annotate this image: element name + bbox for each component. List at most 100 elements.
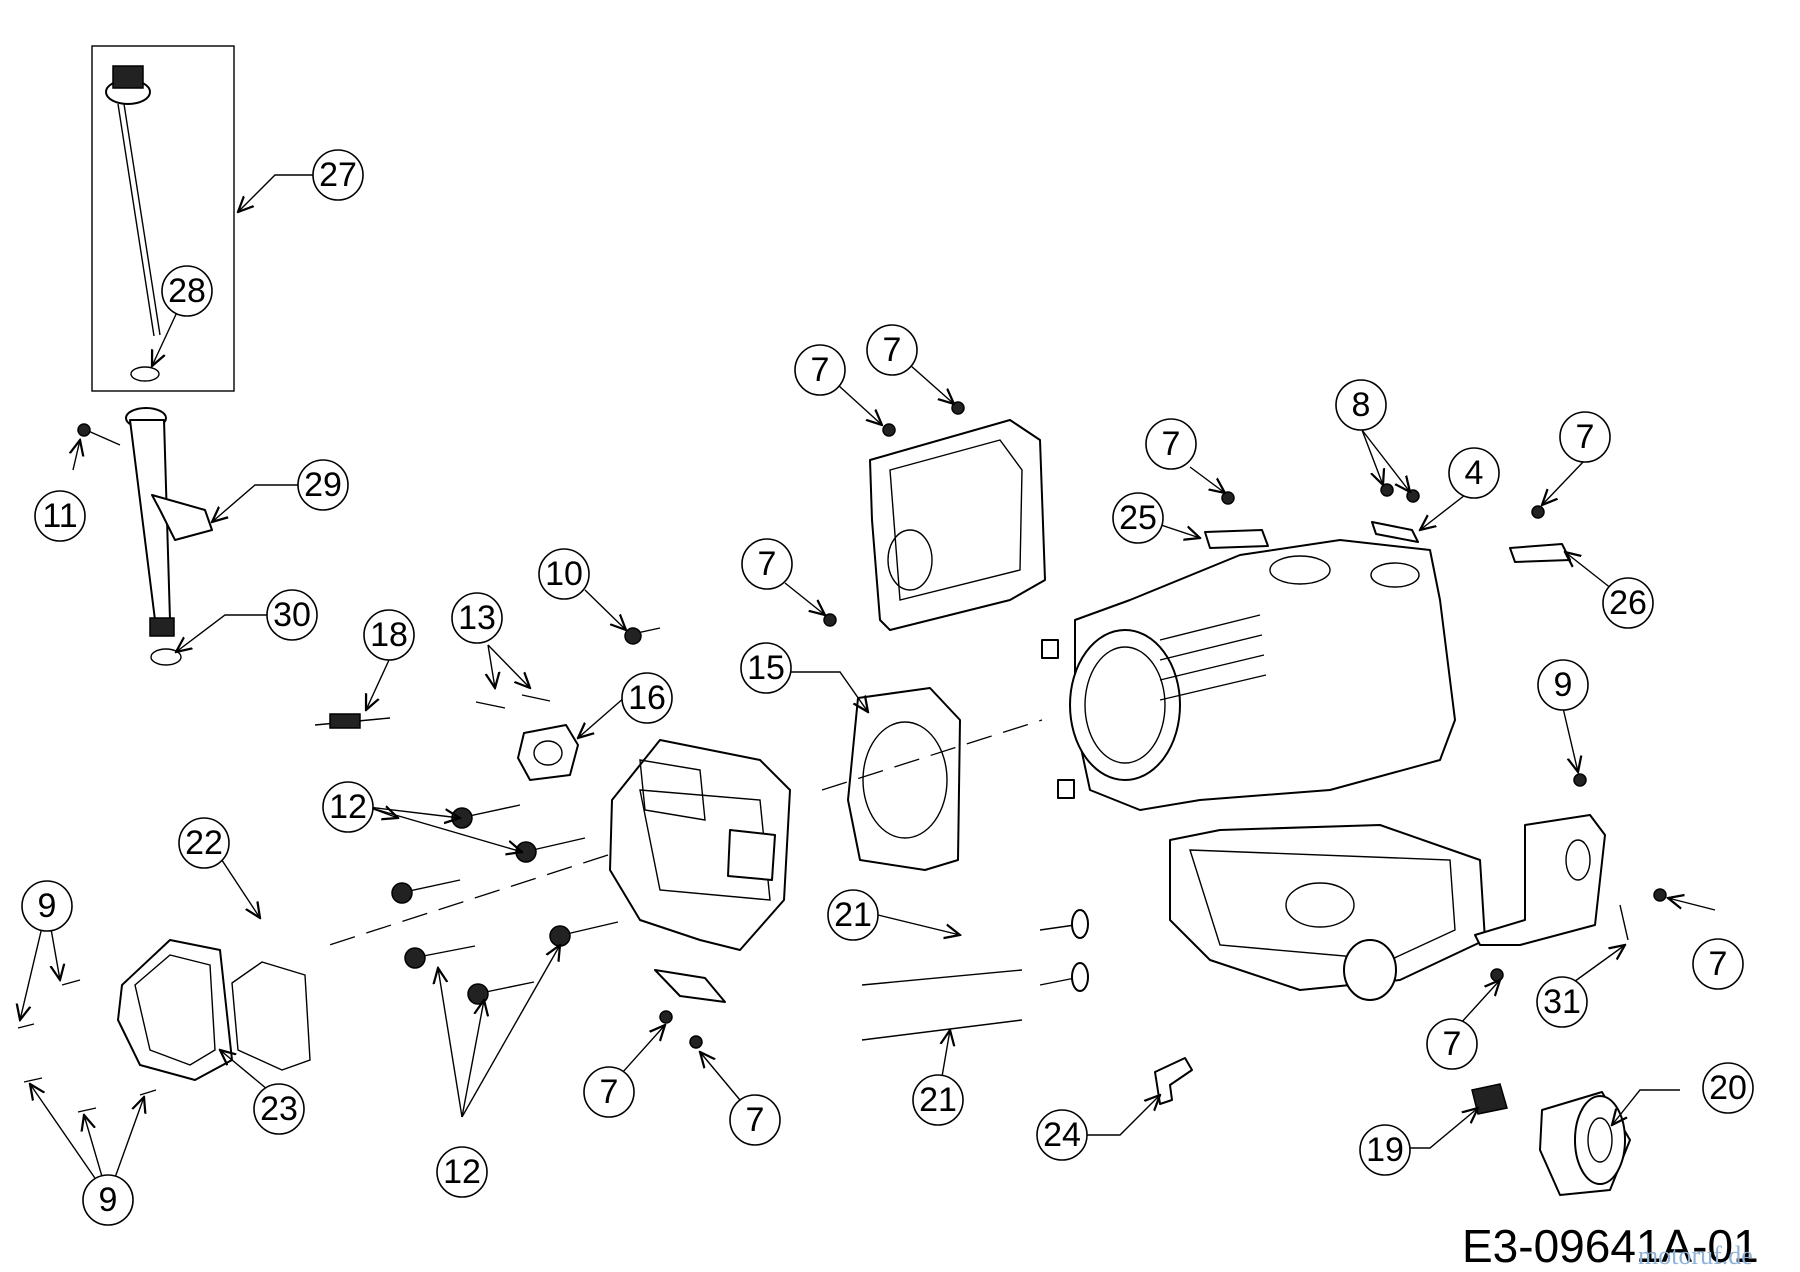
callout-19: 19 bbox=[1359, 1124, 1411, 1176]
svg-text:25: 25 bbox=[1119, 499, 1157, 537]
callout-22: 22 bbox=[178, 817, 230, 869]
oil-filter bbox=[1539, 1091, 1631, 1196]
svg-text:13: 13 bbox=[458, 599, 496, 637]
callout-4: 4 bbox=[1448, 447, 1500, 499]
svg-text:11: 11 bbox=[42, 497, 77, 535]
callout-26: 26 bbox=[1602, 577, 1654, 629]
small-bracket bbox=[654, 969, 726, 1003]
engine-block bbox=[1041, 539, 1456, 811]
callout-27: 27 bbox=[312, 149, 364, 201]
head-bolts bbox=[391, 804, 619, 1005]
assembly-axes bbox=[319, 719, 1043, 949]
callout-16: 16 bbox=[621, 672, 673, 724]
callout-21-b: 21 bbox=[912, 1074, 964, 1126]
svg-text:20: 20 bbox=[1709, 1069, 1747, 1107]
svg-text:4: 4 bbox=[1465, 454, 1484, 492]
valve-cover bbox=[117, 939, 233, 1081]
svg-text:7: 7 bbox=[746, 1101, 765, 1139]
callout-9-c: 9 bbox=[82, 1174, 134, 1226]
svg-text:7: 7 bbox=[1709, 945, 1728, 983]
cylinder-head bbox=[609, 739, 791, 951]
head-gasket bbox=[847, 687, 961, 871]
svg-text:12: 12 bbox=[329, 788, 367, 826]
breather-hose bbox=[1154, 1057, 1193, 1105]
valve-cover-gasket bbox=[231, 961, 311, 1071]
oil-sump bbox=[1169, 824, 1486, 1001]
svg-text:10: 10 bbox=[545, 555, 583, 593]
callout-12-a: 12 bbox=[322, 781, 374, 833]
callout-28: 28 bbox=[161, 265, 213, 317]
svg-text:7: 7 bbox=[1162, 425, 1181, 463]
callout-7-i: 7 bbox=[729, 1094, 781, 1146]
plate-26 bbox=[1509, 543, 1571, 563]
callout-7-f: 7 bbox=[1692, 938, 1744, 990]
side-bracket bbox=[1474, 814, 1629, 946]
svg-text:30: 30 bbox=[273, 596, 311, 634]
svg-text:16: 16 bbox=[628, 679, 666, 717]
svg-text:26: 26 bbox=[1609, 584, 1647, 622]
svg-text:27: 27 bbox=[319, 156, 357, 194]
svg-text:24: 24 bbox=[1043, 1116, 1081, 1154]
callout-12-b: 12 bbox=[436, 1146, 488, 1198]
push-rods bbox=[861, 909, 1089, 1041]
svg-text:7: 7 bbox=[883, 331, 902, 369]
svg-text:7: 7 bbox=[1443, 1025, 1462, 1063]
callout-7-c: 7 bbox=[741, 538, 793, 590]
exhaust-gasket bbox=[517, 724, 579, 781]
shroud-cover bbox=[869, 419, 1046, 631]
svg-text:8: 8 bbox=[1352, 386, 1371, 424]
svg-text:7: 7 bbox=[758, 545, 777, 583]
callout-7-h: 7 bbox=[583, 1066, 635, 1118]
callout-25: 25 bbox=[1112, 492, 1164, 544]
callout-30: 30 bbox=[266, 589, 318, 641]
svg-text:19: 19 bbox=[1366, 1131, 1404, 1169]
oil-fitting bbox=[1471, 1083, 1508, 1115]
svg-text:21: 21 bbox=[834, 896, 872, 934]
callout-7-g: 7 bbox=[1426, 1018, 1478, 1070]
plate-25 bbox=[1204, 529, 1269, 549]
callout-15: 15 bbox=[740, 642, 792, 694]
cover-screws bbox=[17, 979, 157, 1113]
callout-23: 23 bbox=[253, 1083, 305, 1135]
callout-29: 29 bbox=[297, 459, 349, 511]
callout-8: 8 bbox=[1335, 379, 1387, 431]
callout-13: 13 bbox=[451, 592, 503, 644]
callout-7-a: 7 bbox=[794, 344, 846, 396]
bracket-4 bbox=[1371, 521, 1419, 543]
spark-plug bbox=[314, 713, 391, 729]
callout-18: 18 bbox=[363, 609, 415, 661]
svg-text:22: 22 bbox=[185, 824, 223, 862]
svg-text:9: 9 bbox=[38, 887, 57, 925]
callout-24: 24 bbox=[1036, 1109, 1088, 1161]
callout-11: 11 bbox=[34, 490, 86, 542]
dipstick-assembly bbox=[91, 45, 235, 392]
callout-7-d: 7 bbox=[1145, 418, 1197, 470]
callout-20: 20 bbox=[1702, 1062, 1754, 1114]
callout-31: 31 bbox=[1536, 976, 1588, 1028]
callout-7-b: 7 bbox=[866, 324, 918, 376]
watermark: motoruf.de bbox=[1638, 1241, 1753, 1270]
callout-9-b: 9 bbox=[21, 880, 73, 932]
svg-text:31: 31 bbox=[1543, 983, 1581, 1021]
studs bbox=[475, 694, 551, 709]
callout-7-e: 7 bbox=[1559, 411, 1611, 463]
callout-9-a: 9 bbox=[1537, 659, 1589, 711]
svg-text:15: 15 bbox=[747, 649, 785, 687]
figure-id: E3-09641A-01 bbox=[1462, 1220, 1759, 1272]
callout-21-a: 21 bbox=[827, 889, 879, 941]
svg-text:23: 23 bbox=[260, 1090, 298, 1128]
dipstick-tube bbox=[77, 407, 213, 666]
svg-text:18: 18 bbox=[370, 616, 408, 654]
svg-text:29: 29 bbox=[304, 466, 342, 504]
svg-text:7: 7 bbox=[600, 1073, 619, 1111]
svg-text:7: 7 bbox=[811, 351, 830, 389]
callout-10: 10 bbox=[538, 548, 590, 600]
svg-text:21: 21 bbox=[919, 1081, 957, 1119]
svg-text:12: 12 bbox=[443, 1153, 481, 1191]
svg-text:9: 9 bbox=[1554, 666, 1573, 704]
bolt-10 bbox=[624, 627, 661, 645]
svg-text:9: 9 bbox=[99, 1181, 118, 1219]
svg-text:7: 7 bbox=[1576, 418, 1595, 456]
svg-text:28: 28 bbox=[168, 272, 206, 310]
